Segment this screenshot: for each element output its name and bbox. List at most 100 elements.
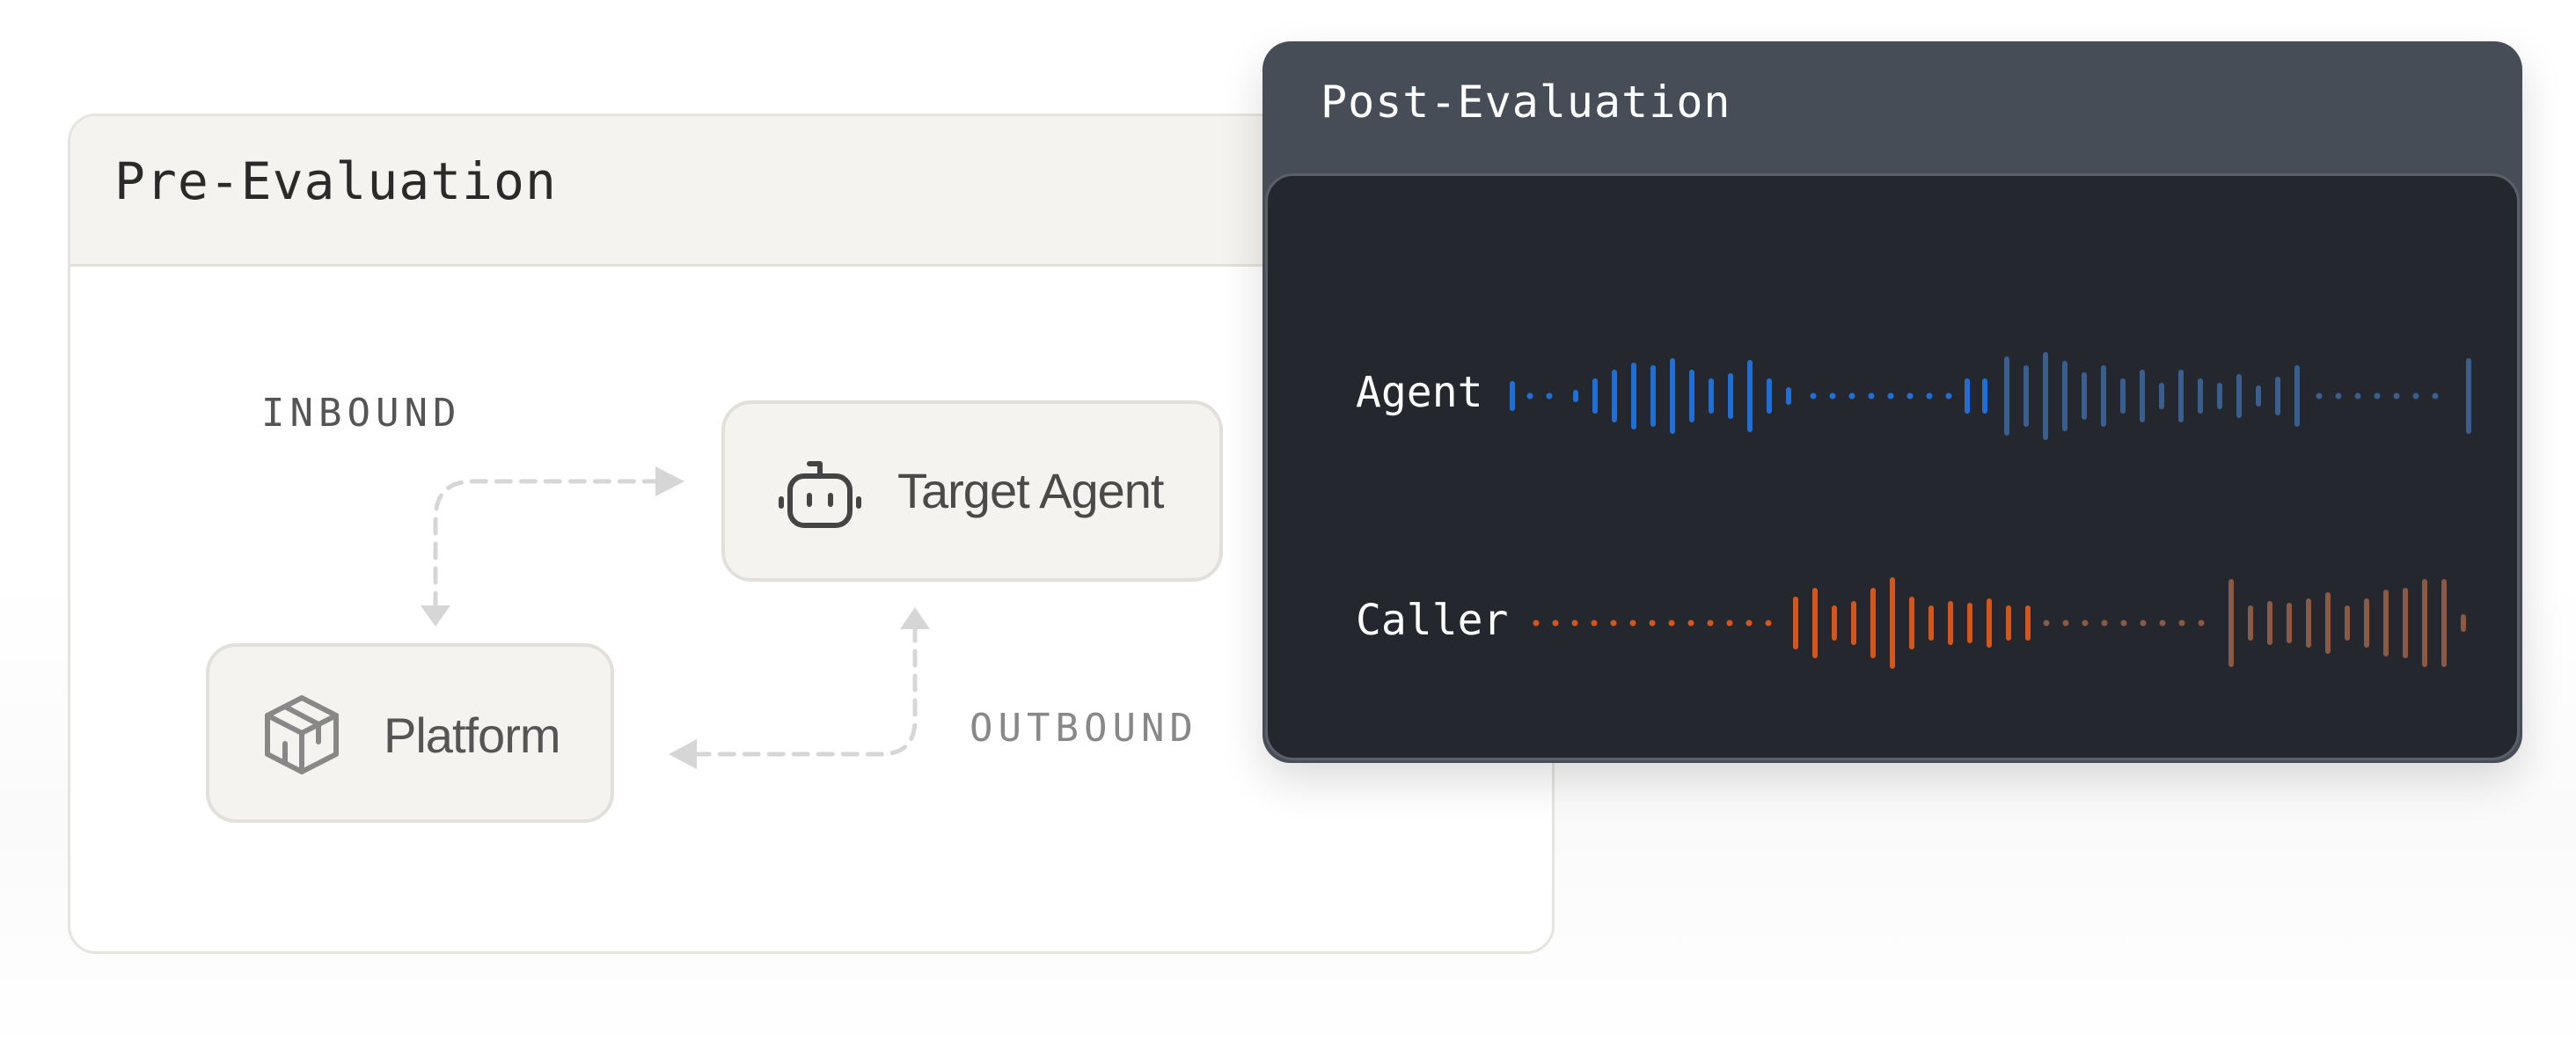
outbound-label: OUTBOUND [970, 706, 1198, 751]
caller-wave-dot [2101, 620, 2108, 627]
agent-wave-bar [1689, 370, 1694, 422]
agent-wave-bar [1650, 365, 1656, 427]
agent-wave-bar [2217, 383, 2222, 409]
caller-wave-bar [2025, 605, 2031, 641]
agent-wave-dot [2412, 392, 2419, 400]
caller-wave-bar [2006, 605, 2011, 641]
post-evaluation-panel: Post-Evaluation Agent Caller [1262, 41, 2522, 763]
caller-wave-bar [2325, 592, 2331, 654]
caller-wave-bar [1851, 601, 1856, 645]
agent-wave-dot [2316, 392, 2323, 400]
caller-wave-bar [2422, 579, 2427, 667]
agent-wave-dot [1526, 392, 1533, 400]
agent-wave-bar [2294, 365, 2300, 427]
cube-icon [265, 695, 339, 774]
agent-wave-dot [1926, 392, 1933, 400]
caller-wave-dot [1668, 620, 1675, 627]
caller-wave-dot [2178, 620, 2185, 627]
agent-wave-dot [2335, 392, 2342, 400]
caller-track-label: Caller [1356, 596, 1509, 645]
caller-wave-dot [2198, 620, 2205, 627]
agent-wave-dot [1848, 392, 1855, 400]
caller-wave-dot [1552, 620, 1559, 627]
caller-wave-dot [1610, 620, 1617, 627]
agent-wave-dot [1945, 392, 1952, 400]
caller-wave-dot [2082, 620, 2089, 627]
agent-wave-dot [1906, 392, 1914, 400]
agent-wave-dot [2354, 392, 2361, 400]
agent-wave-bar [1631, 363, 1636, 429]
caller-wave-bar [2287, 603, 2292, 643]
inbound-arrowhead-down [421, 605, 450, 627]
caller-wave-dot [1765, 620, 1772, 627]
outbound-arrowhead-left [669, 739, 697, 769]
agent-wave-bar [1709, 378, 1714, 414]
robot-icon [779, 461, 861, 528]
caller-wave-dot [2159, 620, 2166, 627]
caller-wave-dot [1649, 620, 1656, 627]
caller-wave-bar [2228, 579, 2234, 667]
caller-wave-bar [2267, 601, 2272, 645]
agent-wave-bar [2023, 365, 2029, 427]
target-agent-node[interactable]: Target Agent [721, 400, 1223, 582]
caller-wave-dot [1533, 620, 1540, 627]
outbound-connector [692, 624, 918, 757]
agent-wave-bar [2043, 352, 2048, 440]
caller-wave-bar [2383, 590, 2389, 656]
agent-wave-bar [2275, 377, 2280, 415]
agent-wave-bar [1612, 370, 1617, 422]
caller-wave-dot [1726, 620, 1733, 627]
agent-wave-dot [1887, 392, 1894, 400]
target-agent-label: Target Agent [897, 463, 1164, 518]
caller-wave-bar [2345, 605, 2350, 641]
caller-wave-bar [1967, 603, 1972, 643]
caller-wave-bar [2248, 605, 2253, 641]
agent-wave-bar [2159, 383, 2164, 409]
agent-wave-dot [1829, 392, 1836, 400]
caller-wave-bar [1909, 597, 1914, 649]
outbound-arrowhead-up [900, 607, 930, 629]
agent-wave-dot [1868, 392, 1875, 400]
agent-wave-bar [2178, 370, 2184, 422]
caller-wave-bar [2306, 598, 2311, 648]
inbound-connector [433, 479, 658, 610]
agent-wave-dot [2393, 392, 2400, 400]
agent-wave-dot [1546, 392, 1553, 400]
platform-node[interactable]: Platform [206, 643, 614, 823]
agent-wave-bar [1592, 378, 1598, 414]
agent-wave-bar [2466, 358, 2471, 434]
caller-wave-dot [2043, 620, 2050, 627]
agent-wave-bar [1573, 390, 1578, 402]
agent-wave-bar [2236, 374, 2242, 418]
agent-wave-dot [1810, 392, 1817, 400]
caller-wave-dot [1745, 620, 1753, 627]
agent-wave-bar [2198, 378, 2203, 414]
caller-wave-dot [2140, 620, 2147, 627]
caller-wave-bar [2364, 598, 2369, 648]
caller-wave-dot [2062, 620, 2069, 627]
agent-wave-bar [1747, 360, 1753, 432]
caller-wave-bar [1890, 577, 1895, 669]
caller-wave-bar [2403, 588, 2408, 658]
caller-wave-dot [2120, 620, 2127, 627]
agent-wave-bar [2004, 356, 2009, 436]
caller-wave-dot [1571, 620, 1578, 627]
agent-wave-bar [2256, 385, 2261, 407]
caller-wave-bar [2461, 614, 2466, 632]
caller-wave-bar [1948, 601, 1953, 645]
agent-wave-bar [1767, 378, 1772, 414]
agent-wave-bar [2140, 370, 2145, 422]
post-evaluation-title: Post-Evaluation [1321, 77, 1731, 128]
caller-wave-bar [1870, 588, 1876, 658]
post-evaluation-body: Agent Caller [1265, 173, 2520, 760]
agent-wave-bar [1786, 387, 1791, 405]
agent-wave-bar [2101, 365, 2106, 427]
agent-wave-dot [2432, 392, 2439, 400]
caller-wave-bar [1928, 605, 1934, 641]
caller-wave-dot [1629, 620, 1636, 627]
agent-wave-dot [2374, 392, 2381, 400]
pre-evaluation-title: Pre-Evaluation [114, 151, 557, 211]
audio-waveforms [1510, 352, 2471, 669]
agent-wave-bar [1510, 381, 1515, 411]
